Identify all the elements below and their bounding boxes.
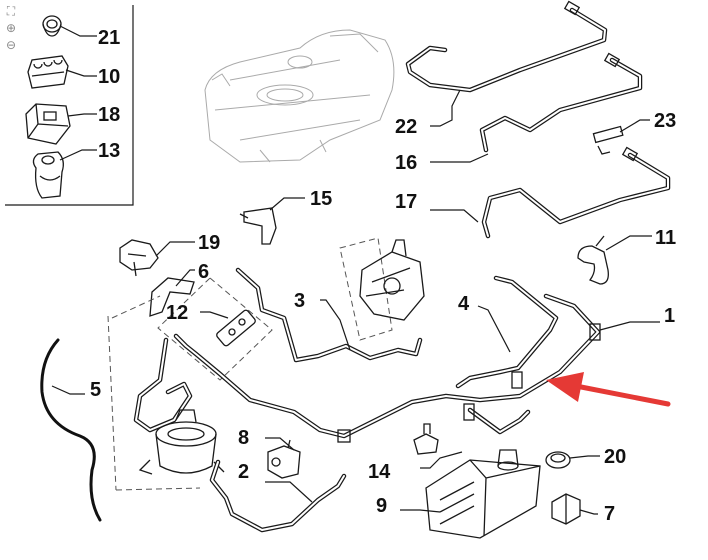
part-13-clamp[interactable] xyxy=(32,151,64,199)
callout-4[interactable]: 4 xyxy=(458,293,470,315)
part-14-sensor[interactable] xyxy=(413,423,439,455)
leader-22 xyxy=(430,89,461,127)
fuel-filter[interactable] xyxy=(138,409,225,475)
leader-4 xyxy=(477,305,511,353)
callout-16[interactable]: 16 xyxy=(395,152,417,174)
callout-19[interactable]: 19 xyxy=(198,232,220,254)
leader-15 xyxy=(269,197,305,211)
part-6-bracket[interactable] xyxy=(149,277,195,317)
callout-20[interactable]: 20 xyxy=(604,446,626,468)
callout-3[interactable]: 3 xyxy=(294,290,305,312)
part-12-valve[interactable] xyxy=(216,309,257,347)
line-3[interactable] xyxy=(235,267,423,363)
fit-screen-icon[interactable]: ⛶ xyxy=(6,4,16,18)
filter-harness[interactable] xyxy=(133,337,193,433)
callout-5[interactable]: 5 xyxy=(90,379,101,401)
part-23-connector[interactable] xyxy=(592,125,624,155)
leader-16 xyxy=(430,153,489,163)
pipe-1[interactable] xyxy=(173,293,601,443)
callout-1[interactable]: 1 xyxy=(664,305,675,327)
leader-7 xyxy=(579,509,598,515)
leader-20 xyxy=(569,455,600,459)
leader-8 xyxy=(265,437,295,451)
dashed-boundary-pump xyxy=(339,237,393,341)
callout-21[interactable]: 21 xyxy=(98,27,120,49)
leader-21 xyxy=(59,25,97,37)
zoom-toolbar: ⛶ ⊕ ⊖ xyxy=(4,4,20,55)
part-19-sensor[interactable] xyxy=(119,239,159,277)
leader-18 xyxy=(67,113,97,117)
part-10-pipe-clip[interactable] xyxy=(27,55,69,89)
callout-14[interactable]: 14 xyxy=(368,461,391,483)
callout-13[interactable]: 13 xyxy=(98,140,120,162)
callout-15[interactable]: 15 xyxy=(310,188,332,210)
pump-assembly[interactable] xyxy=(359,239,425,321)
fuel-tank xyxy=(204,29,395,163)
part-15-bracket[interactable] xyxy=(239,207,277,245)
leader-9 xyxy=(400,509,441,513)
pipe-16[interactable] xyxy=(479,52,643,153)
leader-11 xyxy=(605,235,652,251)
leader-10 xyxy=(65,69,97,77)
leader-14 xyxy=(420,451,463,469)
callout-10[interactable]: 10 xyxy=(98,66,120,88)
callout-11[interactable]: 11 xyxy=(655,227,676,249)
callout-8[interactable]: 8 xyxy=(238,427,249,449)
callout-17[interactable]: 17 xyxy=(395,191,417,213)
part-9-canister[interactable] xyxy=(425,449,541,539)
part-20-cap[interactable] xyxy=(545,451,571,469)
leader-6 xyxy=(175,269,195,287)
leader-1 xyxy=(599,321,660,331)
pipe-4[interactable] xyxy=(455,275,559,389)
part-8-bracket[interactable] xyxy=(267,439,301,479)
leader-3 xyxy=(320,299,351,351)
dashed-boundary-filter xyxy=(107,295,201,491)
zoom-out-icon[interactable]: ⊖ xyxy=(5,38,17,52)
callout-18[interactable]: 18 xyxy=(98,104,120,126)
callout-2[interactable]: 2 xyxy=(238,461,249,483)
hose-5[interactable] xyxy=(40,338,102,522)
zoom-in-icon[interactable]: ⊕ xyxy=(5,21,17,35)
pipe-22[interactable] xyxy=(405,0,608,93)
callout-12[interactable]: 12 xyxy=(166,302,188,324)
leader-5 xyxy=(51,385,85,395)
highlight-arrow xyxy=(546,372,671,407)
callout-7[interactable]: 7 xyxy=(604,503,615,525)
leader-23 xyxy=(619,119,650,133)
small-parts-box-border xyxy=(5,5,134,206)
callout-6[interactable]: 6 xyxy=(198,261,209,283)
leader-12 xyxy=(200,311,229,319)
callout-22[interactable]: 22 xyxy=(395,116,417,138)
callout-9[interactable]: 9 xyxy=(376,495,387,517)
part-11-clip[interactable] xyxy=(577,235,609,285)
leader-17 xyxy=(430,209,479,223)
pipe-17[interactable] xyxy=(481,146,671,239)
part-18-bracket[interactable] xyxy=(25,103,71,145)
leader-13 xyxy=(59,149,97,161)
hose-2[interactable] xyxy=(209,459,347,533)
leader-2 xyxy=(265,481,313,503)
callout-23[interactable]: 23 xyxy=(654,110,676,132)
leader-19 xyxy=(155,241,195,257)
dashed-boundary-valve xyxy=(157,277,273,381)
part-21-clip[interactable] xyxy=(42,15,62,37)
part-7-bracket[interactable] xyxy=(551,493,581,525)
